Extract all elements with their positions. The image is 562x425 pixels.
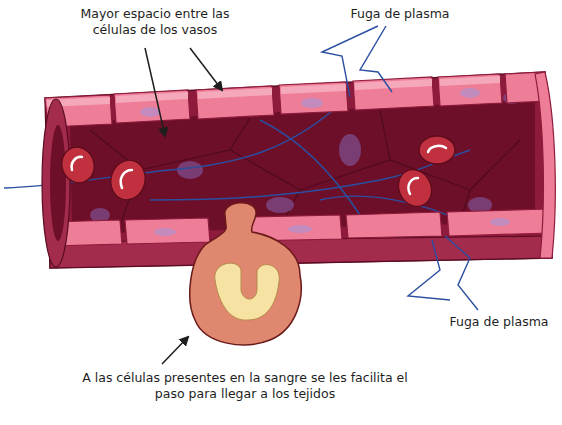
wall-highlights xyxy=(47,76,500,107)
annotation-label: A las células presentes en la sangre se … xyxy=(80,370,410,403)
vessel-body xyxy=(45,72,552,268)
wall-nuclei xyxy=(154,218,510,236)
leader-line xyxy=(190,48,222,90)
leader-lines xyxy=(145,48,222,364)
nucleus xyxy=(177,161,203,179)
vessel-opening xyxy=(50,125,66,241)
annotation-label: Fuga de plasma xyxy=(440,314,558,330)
nucleus xyxy=(339,134,361,166)
plasma-leak xyxy=(322,26,478,310)
back-wall-cells xyxy=(90,110,520,228)
bottom-wall-cells xyxy=(50,209,550,246)
outer-wall xyxy=(50,236,552,268)
annotation-label: Mayor espacio entre las células de los v… xyxy=(60,6,250,39)
nucleus xyxy=(266,197,294,213)
top-wall-cells xyxy=(45,72,547,127)
wall-nuclei xyxy=(140,88,480,117)
annotation-label: Fuga de plasma xyxy=(340,6,460,22)
vessel-end xyxy=(535,72,555,258)
white-blood-cell xyxy=(190,203,301,345)
vessel-end xyxy=(42,99,70,267)
leader-line xyxy=(145,48,165,136)
leader-line xyxy=(162,337,188,364)
cell-highlights xyxy=(72,146,446,194)
cell-nucleus xyxy=(215,263,280,320)
red-blood-cells xyxy=(57,136,455,212)
